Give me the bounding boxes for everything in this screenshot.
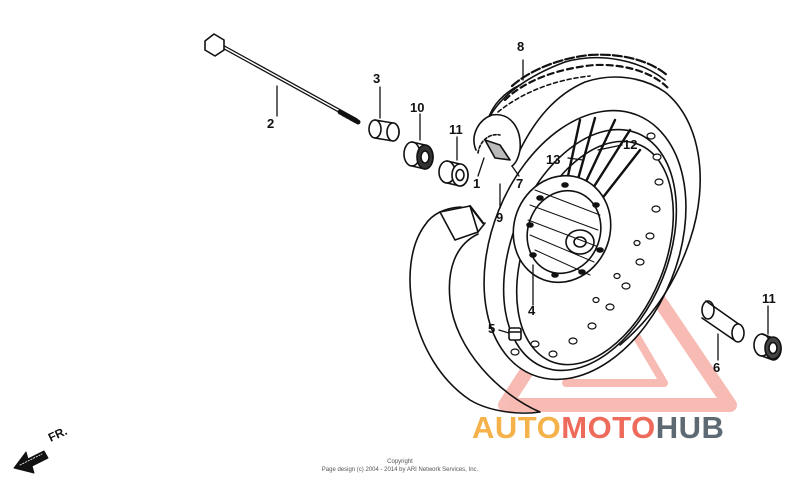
callout-11-right: 11 xyxy=(762,291,776,306)
automotohub-watermark: AUTOMOTOHUB xyxy=(472,412,724,443)
callout-2: 2 xyxy=(267,116,275,131)
spokes xyxy=(563,116,642,207)
rim-band-part xyxy=(508,327,522,341)
bearing-left xyxy=(438,160,469,187)
front-direction-arrow-icon xyxy=(13,450,49,474)
watermark-text-moto: MOTO xyxy=(561,410,656,445)
rim-spoke-holes xyxy=(510,132,664,358)
callout-13: 13 xyxy=(546,152,561,167)
callout-3: 3 xyxy=(373,71,381,86)
callout-9: 9 xyxy=(496,210,504,225)
callout-12: 12 xyxy=(623,137,638,152)
callout-4: 4 xyxy=(528,303,536,318)
copyright-line-2: Page design (c) 2004 - 2014 by ARI Netwo… xyxy=(321,467,479,473)
callout-6: 6 xyxy=(713,360,721,375)
callout-5: 5 xyxy=(488,321,496,336)
axle xyxy=(204,33,361,125)
spacer xyxy=(701,300,745,343)
leader-lines xyxy=(276,59,769,361)
tire xyxy=(473,53,701,346)
callout-10: 10 xyxy=(410,100,425,115)
callout-11-left: 11 xyxy=(449,122,463,137)
callout-8: 8 xyxy=(517,39,525,54)
callout-7: 7 xyxy=(516,176,524,191)
inner-tube xyxy=(409,204,541,414)
collar xyxy=(368,119,400,142)
bearing-right xyxy=(753,333,782,361)
watermark-text-auto: AUTO xyxy=(472,410,562,445)
dust-seal xyxy=(403,141,434,170)
copyright-line-1: Copyright xyxy=(387,459,413,465)
callout-1: 1 xyxy=(473,176,481,191)
watermark-text-hub: HUB xyxy=(655,410,725,445)
wheel-hub xyxy=(512,174,612,284)
